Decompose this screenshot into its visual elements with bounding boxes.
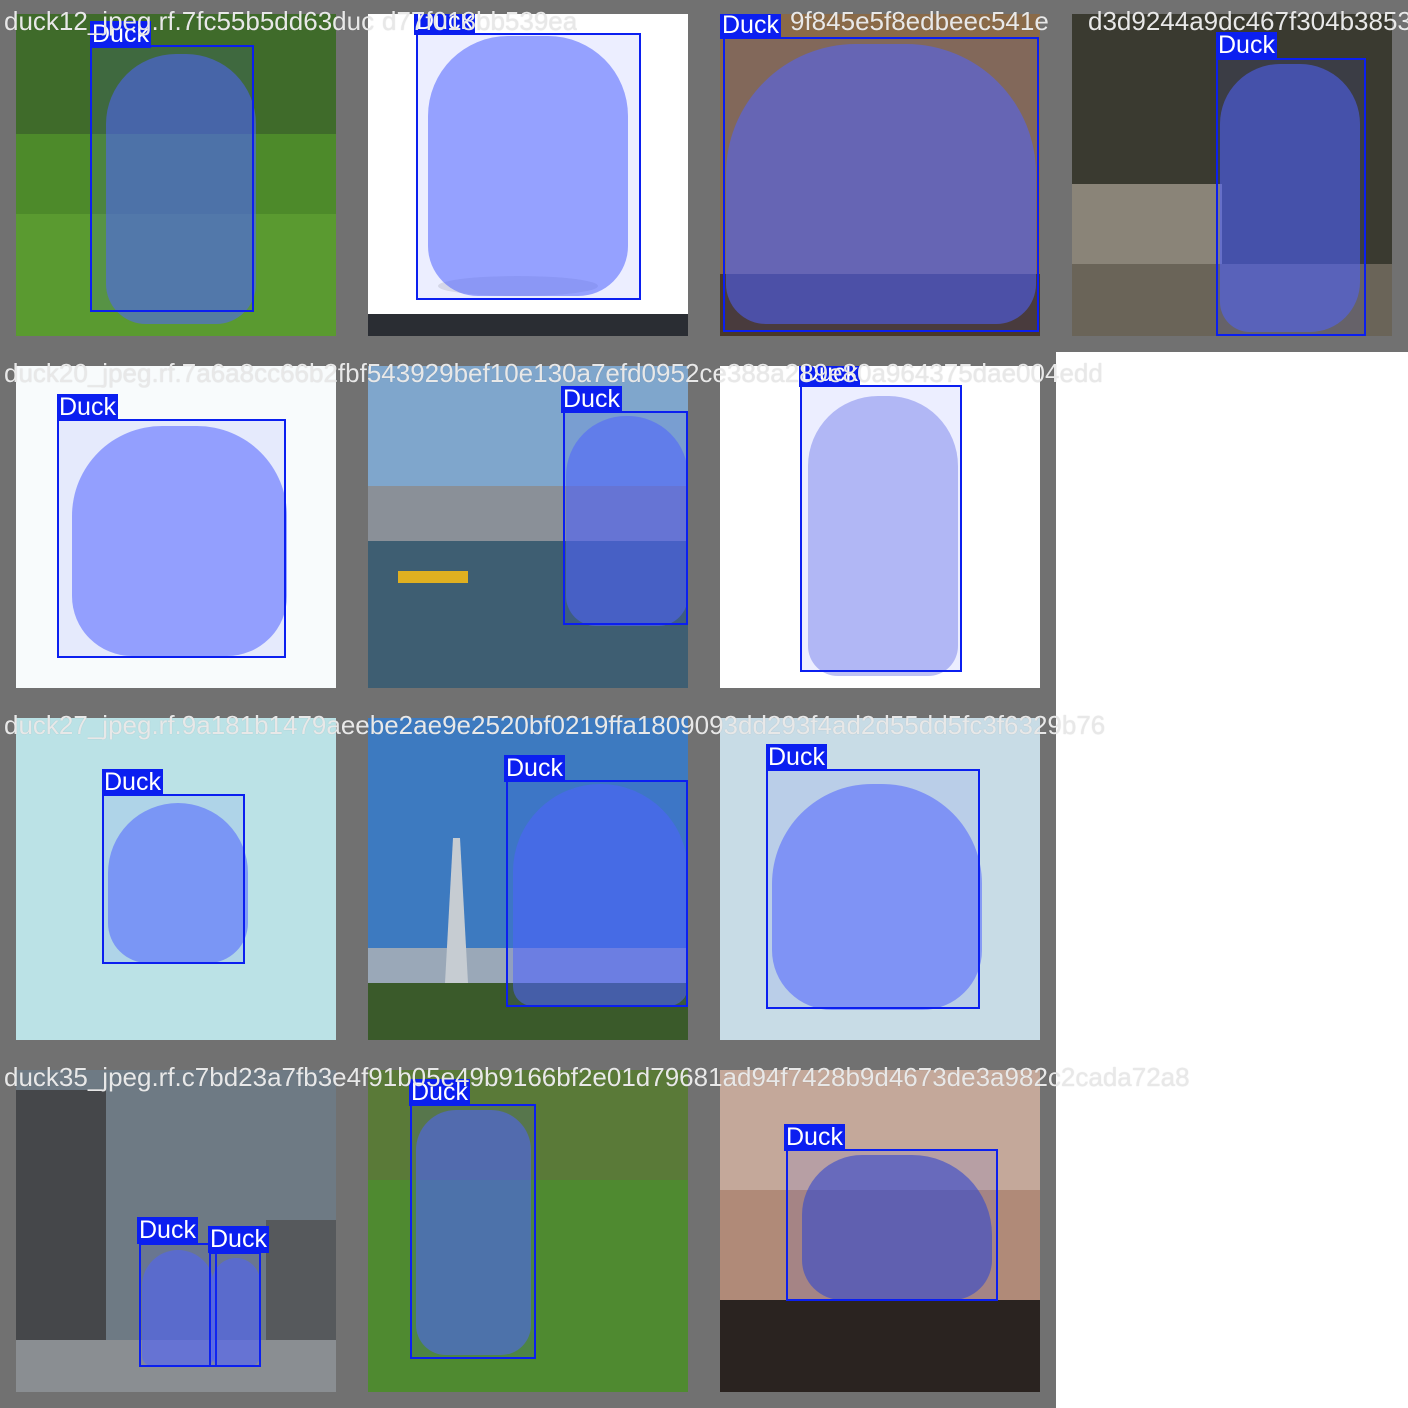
box-label: Duck [799,366,860,387]
tile-empty-3 [1056,1056,1408,1408]
box-label: Duck [784,1123,845,1151]
box-label: Duck [57,393,118,421]
tile-13[interactable]: Duck [704,1056,1056,1408]
bounding-box[interactable] [90,45,254,312]
tile-12[interactable]: Duck [352,1056,704,1408]
box-label: Duck [414,14,475,35]
tile-image: Duck [720,1070,1040,1392]
bounding-box[interactable] [563,411,688,625]
tile-image: Duck [720,718,1040,1040]
bounding-box[interactable] [786,1149,998,1301]
tile-image: Duck [720,366,1040,688]
tile-image: Duck [16,366,336,688]
box-label: Duck [504,754,565,782]
box-label: Duck [409,1078,470,1106]
tile-6[interactable]: Duck [352,352,704,704]
tile-image: Duck [16,718,336,1040]
tile-9[interactable]: Duck [352,704,704,1056]
bounding-box[interactable] [209,1252,261,1367]
bounding-box[interactable] [1216,58,1366,336]
tile-image: Duck [368,718,688,1040]
tile-11[interactable]: Duck Duck [0,1056,352,1408]
box-label: Duck [102,768,163,796]
tile-5[interactable]: Duck [0,352,352,704]
bounding-box[interactable] [139,1243,217,1367]
box-label: Duck [720,14,781,39]
tile-image: Duck [720,14,1040,336]
box-label: Duck [208,1225,269,1253]
bounding-box[interactable] [723,37,1039,332]
bounding-box[interactable] [102,794,245,964]
box-label: Duck [90,20,151,48]
bounding-box[interactable] [506,780,688,1007]
tile-image: Duck Duck [16,1070,336,1392]
box-label: Duck [561,385,622,413]
tile-2[interactable]: Duck [352,0,704,352]
tile-image: Duck [368,366,688,688]
tile-7[interactable]: Duck [704,352,1056,704]
tile-4[interactable]: Duck [1056,0,1408,352]
bounding-box[interactable] [410,1104,536,1359]
box-label: Duck [137,1216,198,1244]
tile-1[interactable]: Duck [0,0,352,352]
bounding-box[interactable] [416,33,641,300]
tile-image: Duck [368,14,688,336]
bounding-box[interactable] [57,419,286,658]
tile-image: Duck [1072,14,1392,336]
tile-8[interactable]: Duck [0,704,352,1056]
bounding-box[interactable] [800,385,962,672]
tile-3[interactable]: Duck [704,0,1056,352]
box-label: Duck [1216,31,1277,59]
tile-empty-2 [1056,704,1408,1056]
bounding-box[interactable] [766,769,980,1009]
tile-10[interactable]: Duck [704,704,1056,1056]
box-label: Duck [766,743,827,771]
tile-empty-1 [1056,352,1408,704]
tile-image: Duck [368,1070,688,1392]
tile-image: Duck [16,14,336,336]
